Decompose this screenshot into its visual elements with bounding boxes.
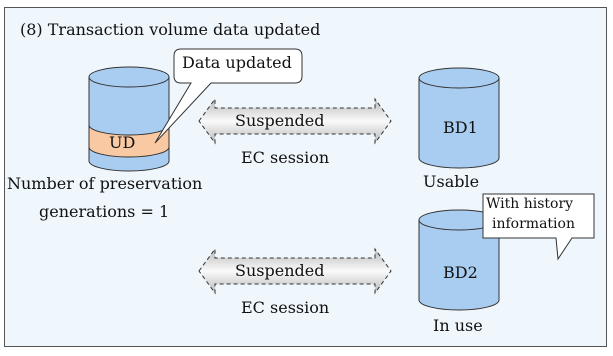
diagram-title: (8) Transaction volume data updated [20,20,321,39]
bd2-cylinder [418,209,500,311]
history-info-callout-line1: With history [486,196,574,212]
ec-session-top-label: EC session [241,148,330,167]
preservation-generations-line1: Number of preservation [7,174,203,193]
history-info-callout-line2: information [492,216,575,232]
bd1-status: Usable [423,172,480,191]
ec-session-top-status: Suspended [235,111,325,130]
ud-label: UD [109,133,136,152]
ud-volume-cylinder [88,66,170,172]
data-updated-callout-text: Data updated [182,53,292,72]
ec-session-bottom-status: Suspended [235,261,325,280]
bd1-label: BD1 [443,118,478,137]
preservation-generations-line2: generations = 1 [39,202,170,221]
bd2-status: In use [433,316,483,335]
bd1-cylinder [418,67,500,169]
history-info-callout-shape [482,193,595,261]
bd2-label: BD2 [443,263,478,282]
data-updated-callout-shape [154,48,303,144]
diagram-frame: (8) Transaction volume data updated UD D… [4,7,607,347]
ec-session-bottom-arrow [198,247,392,295]
ec-session-bottom-label: EC session [241,298,330,317]
ec-session-top-arrow [198,97,392,145]
